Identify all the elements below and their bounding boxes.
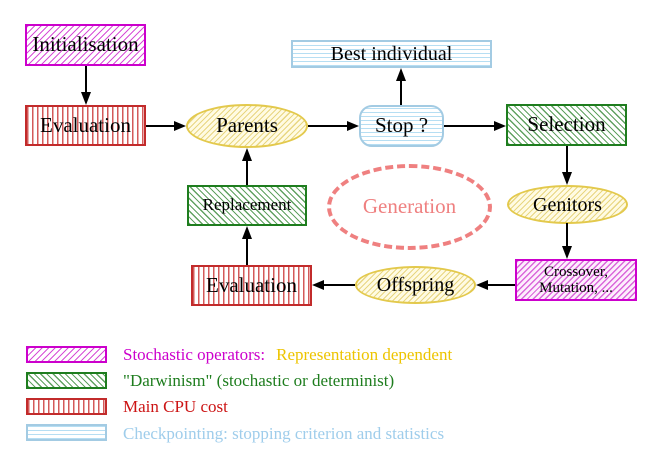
arrow-init-to-eval-line xyxy=(85,66,87,94)
legend-label-cpu-cost: Main CPU cost xyxy=(123,397,228,416)
legend-label-stochastic-part1: Stochastic operators: xyxy=(123,345,266,364)
legend-swatch-stochastic-operators xyxy=(26,346,107,363)
legend-label-checkpointing: Checkpointing: stopping criterion and st… xyxy=(123,424,445,443)
arrow-init-to-eval-head xyxy=(81,92,91,105)
arrow-genitors-to-crossover-line xyxy=(566,223,568,246)
arrow-eval-to-parents-head xyxy=(174,121,186,131)
legend-label-stochastic-part2: Representation dependent xyxy=(276,345,453,364)
arrow-offspring-to-eval-head xyxy=(312,280,324,290)
arrow-eval-to-replacement-head xyxy=(242,226,252,239)
arrow-stop-to-best-head xyxy=(396,68,406,81)
legend-swatch-checkpointing xyxy=(26,424,107,441)
node-best-individual: Best individual xyxy=(291,40,492,68)
node-replacement: Replacement xyxy=(187,185,307,226)
node-stop: Stop ? xyxy=(359,105,444,147)
arrow-selection-to-genitors-head xyxy=(562,172,572,185)
node-parents: Parents xyxy=(186,104,308,148)
arrow-stop-to-best-line xyxy=(400,81,402,105)
node-genitors: Genitors xyxy=(507,185,628,224)
arrow-genitors-to-crossover-head xyxy=(562,246,572,259)
arrow-crossover-to-offspring-line xyxy=(488,284,515,286)
legend-swatch-darwinism xyxy=(26,372,107,389)
legend-swatch-cpu-cost xyxy=(26,398,107,415)
arrow-stop-to-selection-head xyxy=(494,121,506,131)
arrow-replacement-to-parents-line xyxy=(246,161,248,185)
arrow-stop-to-selection-line xyxy=(444,125,494,127)
arrow-eval-to-replacement-line xyxy=(246,239,248,265)
node-selection: Selection xyxy=(506,104,627,146)
legend-label-stochastic-operators: Stochastic operators: Representation depe… xyxy=(123,345,452,365)
node-initialisation: Initialisation xyxy=(25,24,146,66)
arrow-offspring-to-eval-line xyxy=(324,284,355,286)
crossover-label-line2: Mutation, ... xyxy=(539,280,613,296)
node-generation: Generation xyxy=(327,164,492,250)
node-offspring: Offspring xyxy=(355,266,476,304)
arrow-eval-to-parents-line xyxy=(146,125,176,127)
node-evaluation-bottom: Evaluation xyxy=(191,265,312,306)
arrow-selection-to-genitors-line xyxy=(566,146,568,172)
arrow-replacement-to-parents-head xyxy=(242,148,252,161)
arrow-parents-to-stop-line xyxy=(308,125,347,127)
arrow-parents-to-stop-head xyxy=(347,121,359,131)
arrow-crossover-to-offspring-head xyxy=(476,280,488,290)
crossover-label-line1: Crossover, xyxy=(544,263,608,280)
node-evaluation-top: Evaluation xyxy=(25,105,146,146)
legend-label-darwinism: "Darwinism" (stochastic or determinist) xyxy=(123,371,395,390)
node-crossover-mutation: Crossover, Mutation, ... xyxy=(515,259,637,301)
